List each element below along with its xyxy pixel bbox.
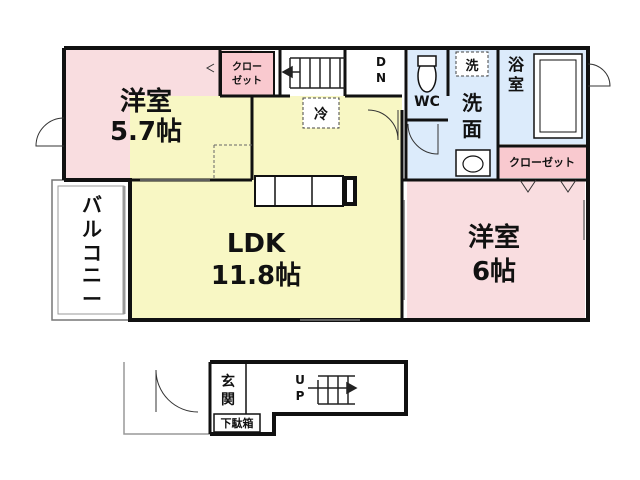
ldk-name: LDK — [227, 229, 286, 259]
closet-1-floor — [220, 52, 275, 96]
western-room-2-size: 6帖 — [472, 257, 516, 287]
stairs-down-label-n: N — [376, 71, 386, 85]
balcony-outline — [51, 179, 131, 321]
entrance-door-swing — [155, 369, 199, 413]
washroom-label-line2: 面 — [462, 117, 482, 141]
washer-label: 洗 — [465, 58, 478, 74]
western-room-1-name: 洋室 — [120, 86, 172, 117]
balcony-char-4: ニ — [82, 263, 102, 287]
balcony-char-1: バ — [82, 193, 102, 217]
closet-2-floor — [498, 146, 586, 178]
closet-1-label-line2: ゼット — [232, 74, 262, 87]
door-swings — [35, 63, 611, 193]
balcony-char-3: コ — [82, 241, 102, 265]
shoe-box-outline — [213, 413, 261, 433]
shoe-box-label: 下駄箱 — [221, 416, 254, 430]
stairs-up-label-u: U — [295, 373, 305, 387]
entrance-outline — [124, 362, 406, 434]
stairs-down-label-d: D — [376, 55, 386, 69]
wc-label: WC — [414, 94, 440, 110]
bathtub — [533, 53, 583, 139]
kitchen-counter — [254, 175, 344, 207]
bath-label-line1: 浴 — [508, 55, 525, 74]
stairs-down — [281, 57, 345, 89]
ldk-size: 11.8帖 — [211, 261, 301, 291]
stairs-up — [308, 375, 358, 405]
entrance-walls — [123, 360, 408, 436]
entrance-label-line1: 玄 — [221, 373, 235, 390]
closet-2-label: クローゼット — [509, 155, 575, 169]
entrance-label-line2: 関 — [221, 392, 235, 408]
closet-1-outline — [220, 51, 275, 97]
washroom-label-line1: 洗 — [462, 91, 482, 115]
balcony-char-5: ー — [82, 287, 102, 311]
western-room-2-floor — [407, 180, 585, 318]
closet-1-label-line1: クロー — [232, 61, 262, 73]
fridge-label: 冷 — [314, 106, 328, 123]
fridge-space — [302, 97, 340, 129]
western-room-2-name: 洋室 — [468, 222, 520, 253]
balcony-char-2: ル — [82, 217, 102, 241]
western-room-1-size: 5.7帖 — [110, 117, 182, 147]
stairs-up-label-p: P — [296, 389, 305, 403]
bath-label-line2: 室 — [508, 75, 524, 94]
washer-space — [455, 51, 489, 77]
